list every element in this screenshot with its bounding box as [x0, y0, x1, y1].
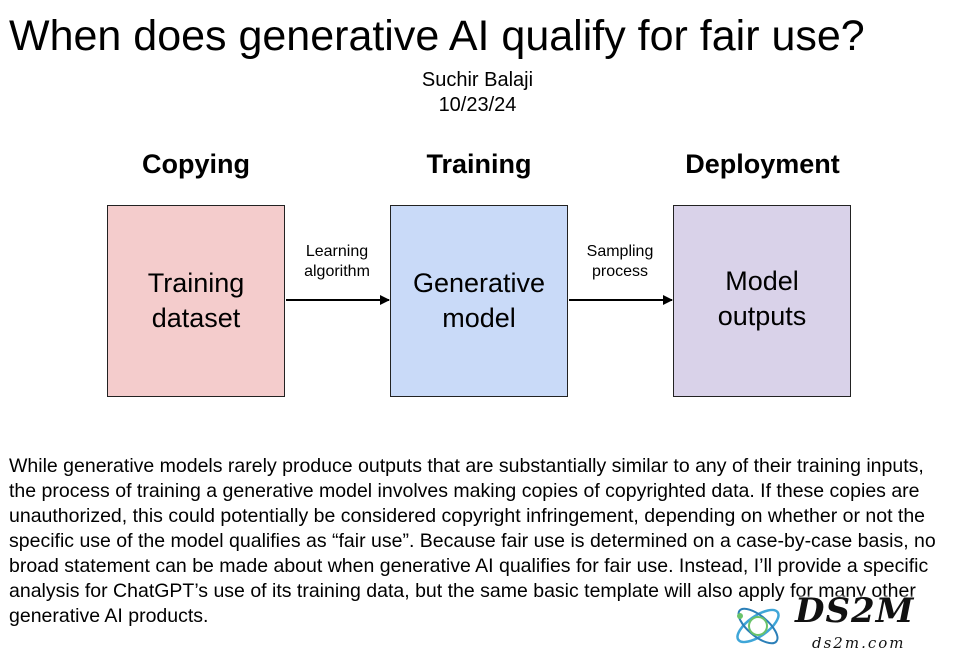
arrow-label-line: Sampling [586, 243, 654, 260]
watermark-brand: DS2M [795, 591, 915, 631]
body-paragraph: While generative models rarely produce o… [9, 455, 936, 627]
box-label-line: Generative [412, 268, 546, 298]
author-name: Suchir Balaji [421, 69, 534, 91]
publish-date: 10/23/24 [438, 94, 517, 116]
box-label-line: dataset [151, 303, 241, 333]
arrow-label-learning-algorithm: Learning algorithm [288, 242, 386, 282]
model-outputs-box: Model outputs [673, 205, 851, 397]
box-label-line: Training [147, 268, 245, 298]
generative-model-box: Generative model [390, 205, 568, 397]
arrow-label-line: algorithm [304, 263, 370, 280]
box-label-line: outputs [717, 301, 807, 331]
globe-orbit-icon [736, 607, 780, 645]
watermark: DS2M ds2m.com [700, 590, 950, 660]
stage-heading-copying: Copying [142, 149, 250, 179]
stage-heading-training: Training [426, 149, 532, 179]
training-dataset-box: Training dataset [107, 205, 285, 397]
arrow-label-sampling-process: Sampling process [571, 242, 669, 282]
watermark-url: ds2m.com [812, 634, 906, 652]
arrow-label-line: process [591, 263, 649, 280]
arrow-label-line: Learning [305, 243, 369, 260]
box-label-line: model [442, 303, 516, 333]
stage-heading-deployment: Deployment [685, 149, 840, 179]
page-title: When does generative AI qualify for fair… [9, 12, 865, 60]
box-label-line: Model [725, 266, 799, 296]
